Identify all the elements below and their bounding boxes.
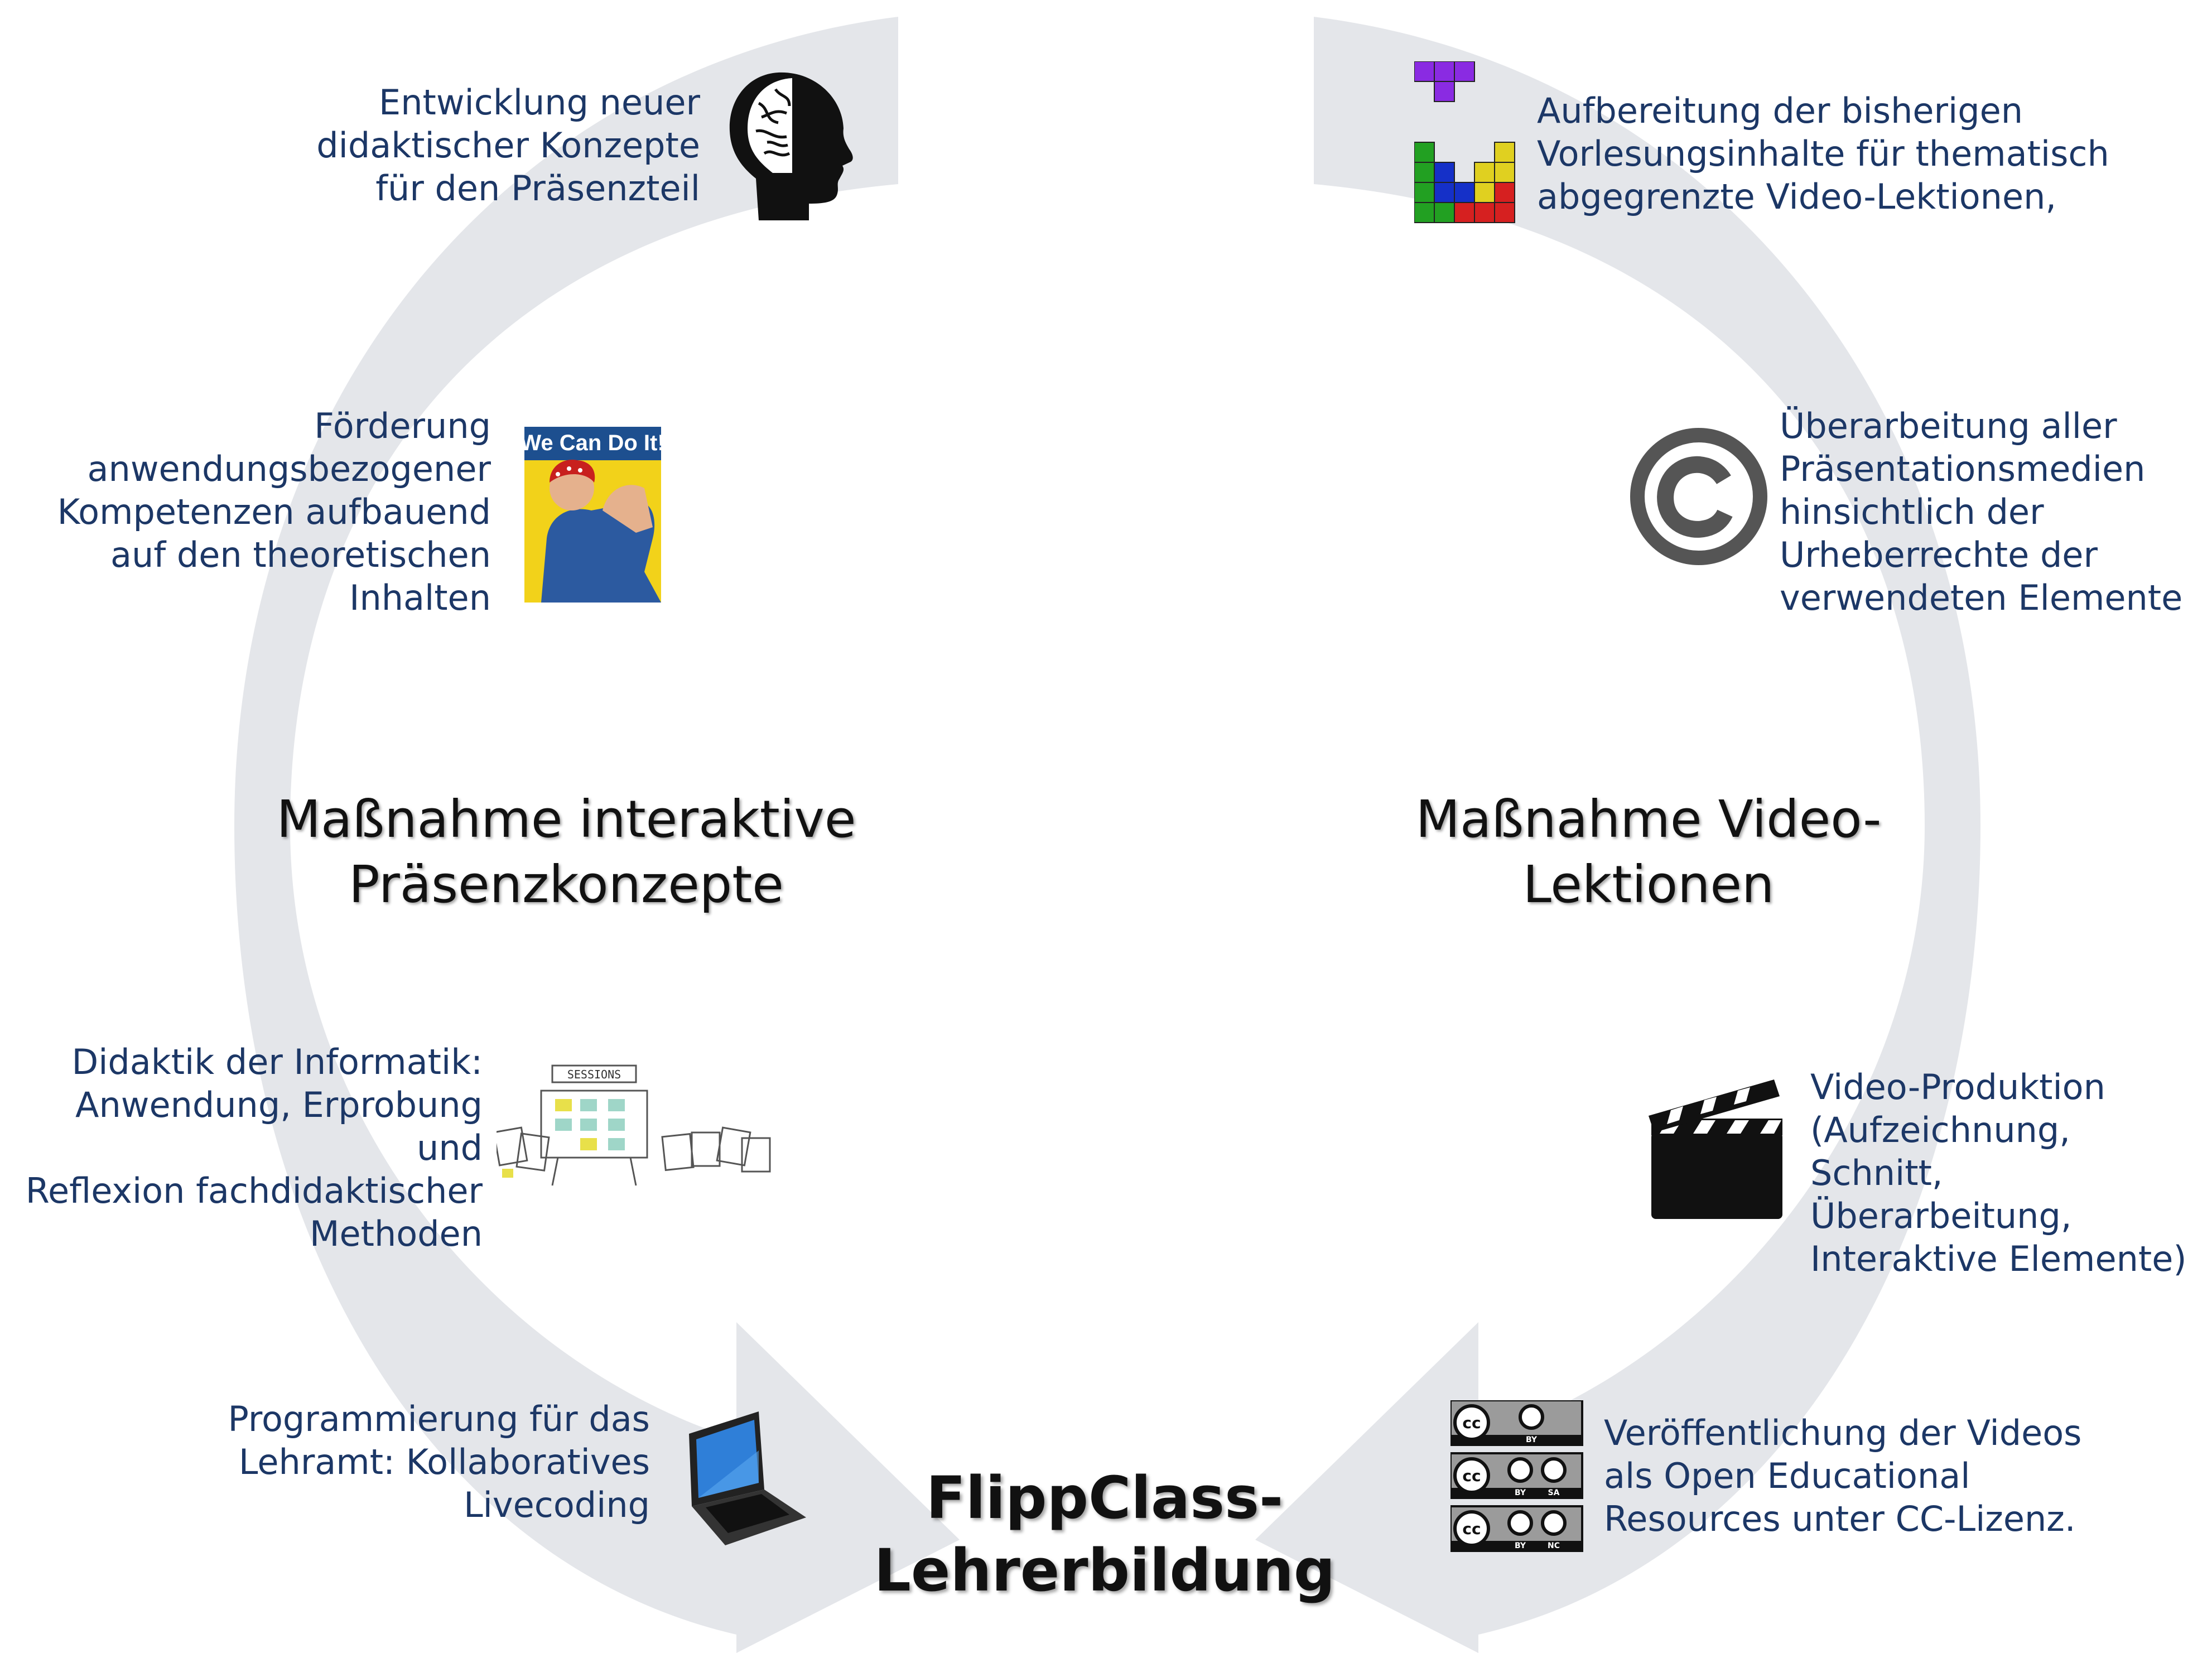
- center-title: FlippClass- Lehrerbildung: [874, 1464, 1336, 1604]
- laptop-icon: [689, 1411, 806, 1545]
- item-didactics-informatics: Didaktik der Informatik: Anwendung, Erpr…: [25, 1042, 483, 1254]
- cc-by-label-2: BY: [1515, 1488, 1526, 1497]
- item-competence: Förderung anwendungsbezogener Kompetenze…: [57, 406, 491, 618]
- we-can-do-it-poster-icon: We Can Do It!: [524, 427, 661, 603]
- cc-by-label-3: BY: [1515, 1541, 1526, 1550]
- item-publication: Veröffentlichung der Videos als Open Edu…: [1604, 1413, 2082, 1539]
- cc-nc-label: NC: [1548, 1541, 1560, 1550]
- sessions-label: SESSIONS: [567, 1068, 621, 1081]
- item-video-production: Video-Produktion (Aufzeichnung, Schnitt,…: [1810, 1067, 2187, 1279]
- head-brain-icon: [729, 72, 853, 220]
- cc-sa-label: SA: [1548, 1488, 1560, 1497]
- svg-text:cc: cc: [1462, 1520, 1481, 1538]
- item-preparation: Aufbereitung der bisherigen Vorlesungsin…: [1537, 90, 2109, 217]
- svg-text:cc: cc: [1462, 1467, 1481, 1485]
- item-programming: Programmierung für das Lehramt: Kollabor…: [228, 1399, 650, 1525]
- poster-slogan: We Can Do It!: [524, 431, 661, 455]
- cc-license-badges-icon: cc cc cc BY BY SA BY NC: [1450, 1400, 1583, 1552]
- item-copyright: Überarbeitung aller Präsentationsmedien …: [1780, 406, 2183, 618]
- copyright-icon: [1630, 428, 1767, 565]
- item-didactic-concepts: Entwicklung neuer didaktischer Konzepte …: [316, 82, 700, 209]
- clapperboard-icon: [1649, 1079, 1782, 1219]
- cc-by-label: BY: [1526, 1435, 1538, 1444]
- measure-title-video: Maßnahme Video- Lektionen: [1415, 789, 1882, 914]
- sessions-board-icon: SESSIONS: [497, 1064, 771, 1186]
- tetris-blocks-icon: [1414, 61, 1515, 223]
- svg-text:cc: cc: [1462, 1414, 1481, 1432]
- measure-title-interactive: Maßnahme interaktive Präsenzkonzepte: [276, 789, 856, 914]
